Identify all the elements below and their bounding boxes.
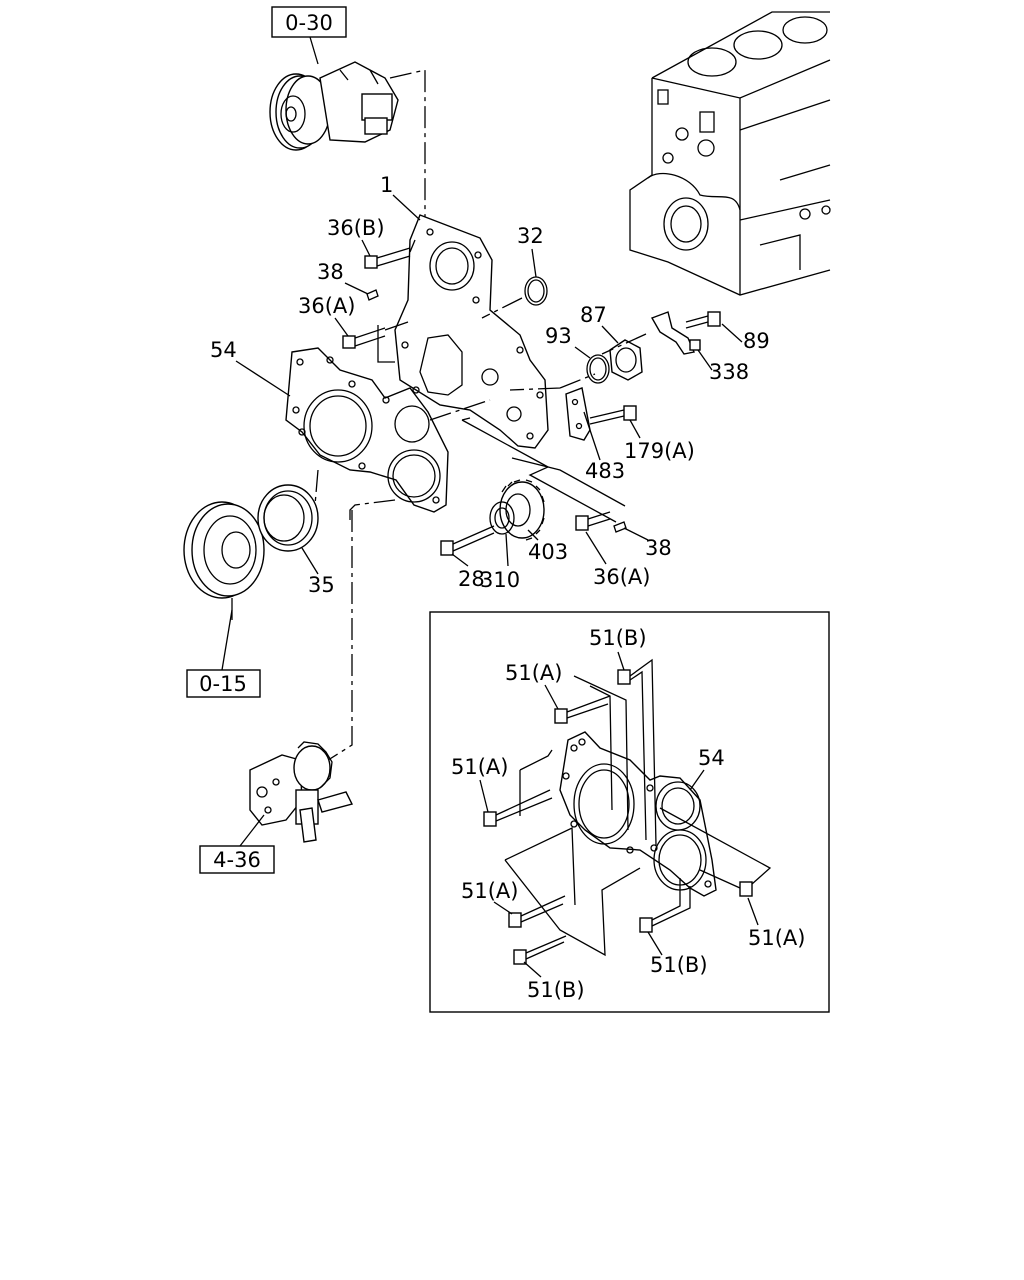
label-part-87: 87 [580,303,607,327]
engine-block [629,11,831,296]
bolt-36a-upper [342,327,386,349]
label-part-93: 93 [545,324,572,348]
bracket-338 [650,311,701,355]
label-part-54: 54 [210,338,237,362]
inset-label-54: 54 [698,746,725,770]
o-ring-32 [524,276,548,306]
label-part-1: 1 [380,173,393,197]
label-part-403: 403 [528,540,568,564]
power-steering-pump [249,741,354,843]
inset-bolt-51a-left [483,811,497,827]
label-part-28: 28 [458,567,485,591]
inset-label-51b-top: 51(B) [589,626,647,650]
label-part-310: 310 [480,568,520,592]
bolt-179a [589,405,637,425]
inset-label-51a-lower-left: 51(A) [461,879,518,903]
inset-label-51b-lower-left: 51(B) [527,978,585,1002]
label-part-179a: 179(A) [624,439,695,463]
bolt-28 [440,525,495,556]
label-part-35: 35 [308,573,335,597]
pin-38-lower [613,521,627,533]
gear-403 [499,479,545,541]
inset-label-51a-left: 51(A) [451,755,508,779]
ref-box-4-36: 4-36 [213,848,261,872]
label-part-38-upper: 38 [317,260,344,284]
compressor-assembly [269,61,399,151]
crank-pulley [183,501,265,599]
o-ring-93 [586,354,610,384]
inset-bolt-51b-top [617,669,631,685]
label-part-483: 483 [585,459,625,483]
inset-label-51a-upper: 51(A) [505,661,562,685]
inset-bolt-51a-upper [554,708,568,724]
ref-box-0-30: 0-30 [285,11,333,35]
label-part-36b: 36(B) [327,216,385,240]
label-part-36a-upper: 36(A) [298,294,355,318]
bolt-36a-lower [575,511,611,531]
inset-bolt-51b-lower-left [513,949,527,965]
front-plate-54 [285,347,449,513]
timing-gear-case [394,214,549,449]
label-part-32: 32 [517,224,544,248]
label-part-36a-lower: 36(A) [593,565,650,589]
washer-310 [489,501,515,535]
flange-87 [609,339,643,381]
inset-label-51a-right: 51(A) [748,926,805,950]
label-part-38-lower: 38 [645,536,672,560]
inset-bolt-51b-lower-right [639,917,653,933]
label-part-338: 338 [709,360,749,384]
inset-bolt-51a-right [739,881,753,897]
oil-seal-35 [257,484,319,552]
inset-front-plate [559,731,717,897]
bolt-89 [685,311,721,329]
inset-bolt-51a-lower-left [508,912,522,928]
inset-label-51b-lower-right: 51(B) [650,953,708,977]
bolt-36b [364,247,411,269]
label-part-89: 89 [743,329,770,353]
ref-box-0-15: 0-15 [199,672,247,696]
pin-38-upper [366,289,379,301]
bracket-483 [565,387,591,441]
